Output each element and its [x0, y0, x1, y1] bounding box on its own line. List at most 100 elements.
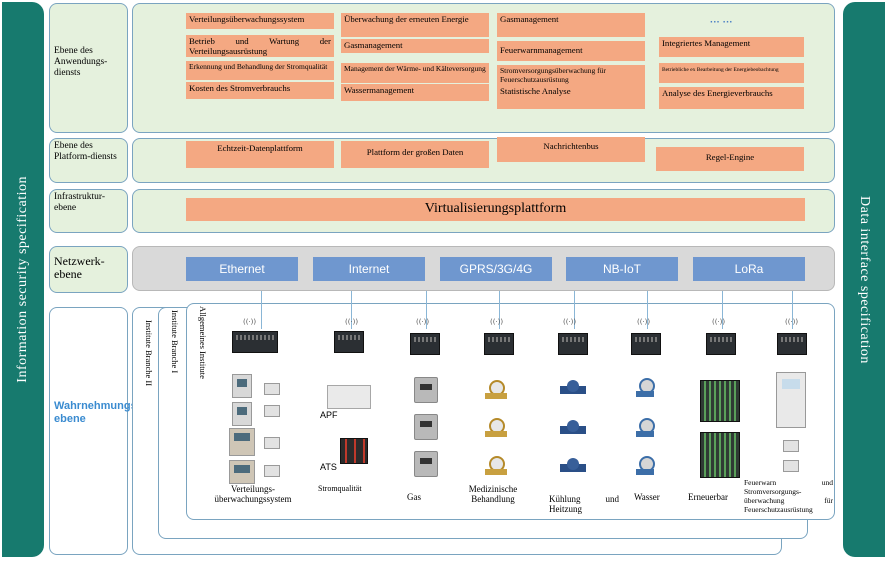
gateway-icon [334, 331, 364, 353]
water-meter-icon [636, 378, 655, 400]
device-caption: Erneuerbar [688, 492, 728, 502]
antenna-icon: ((·)) [490, 318, 504, 326]
module-icon [783, 460, 799, 472]
gas-meter-icon [414, 451, 438, 477]
platform-box: Plattform der großen Daten [341, 141, 489, 168]
breaker-icon [264, 383, 280, 395]
lora-box: LoRa [693, 257, 805, 281]
app-box: Erkennung und Behandlung der Stromqualit… [186, 61, 334, 80]
antenna-icon: ((·)) [563, 318, 577, 326]
app-box: Integriertes Management [659, 37, 804, 57]
module-icon [783, 440, 799, 452]
energy-cabinet-icon [700, 380, 740, 422]
water-meter-icon [636, 456, 655, 478]
power-meter-icon [232, 374, 252, 398]
platform-box: Echtzeit-Datenplattform [186, 141, 334, 168]
antenna-icon: ((·)) [243, 318, 257, 326]
antenna-icon: ((·)) [637, 318, 651, 326]
energy-cabinet-icon [700, 432, 740, 478]
application-column-2: Überwachung der erneuten Energie Gasmana… [341, 13, 489, 101]
institute-branch-1-label: Institute Branche I [170, 310, 180, 374]
ats-label: ATS [320, 462, 337, 472]
device-caption: Medizinische Behandlung [468, 484, 518, 504]
water-meter-icon [636, 418, 655, 440]
gateway-icon [410, 333, 440, 355]
platform-box: Nachrichtenbus [497, 137, 645, 162]
fire-alarm-panel-icon [776, 372, 806, 428]
apf-device-icon [327, 385, 371, 409]
flow-meter-icon [560, 420, 586, 440]
breaker-icon [264, 405, 280, 417]
app-box: Management der Wärme- und Kälteversorgun… [341, 63, 489, 83]
ellipsis-more: ··· ··· [710, 17, 733, 28]
app-box: Betrieb und Wartung der Verteilungsausrü… [186, 35, 334, 57]
breaker-icon [264, 465, 280, 477]
gateway-icon [631, 333, 661, 355]
application-column-3: Gasmanagement Feuerwarnmanagement Stromv… [497, 13, 645, 109]
wire [792, 291, 793, 329]
gas-meter-icon [414, 377, 438, 403]
application-column-4: Integriertes Management Betriebliche ex … [659, 37, 804, 109]
device-caption: Kühlung und Heitzung [549, 494, 619, 514]
gateway-icon [484, 333, 514, 355]
app-box: Gasmanagement [341, 39, 489, 53]
nb-iot-box: NB-IoT [566, 257, 678, 281]
wire [499, 291, 500, 329]
data-interface-bar: Data interface specification [843, 2, 885, 557]
power-meter-icon [229, 460, 255, 484]
gateway-icon [777, 333, 807, 355]
information-security-label: Information security specification [15, 176, 30, 383]
device-caption: Stromqualität [318, 484, 362, 493]
infrastructure-layer-label: Infrastruktur-ebene [49, 189, 128, 233]
app-box: Kosten des Stromverbrauchs [186, 82, 334, 99]
internet-box: Internet [313, 257, 425, 281]
gprs-box: GPRS/3G/4G [440, 257, 552, 281]
pressure-valve-icon [485, 380, 507, 402]
app-box: Verteilungsüberwachungssystem [186, 13, 334, 29]
wire [351, 291, 352, 329]
app-box: Überwachung der erneuten Energie [341, 13, 489, 37]
platform-layer-label: Ebene des Platform-diensts [49, 138, 128, 183]
device-caption: Wasser [634, 492, 660, 502]
ats-device-icon [340, 438, 368, 464]
general-institute-label: Allgemeines Institute [198, 306, 208, 379]
wire [574, 291, 575, 329]
device-caption: Verteilungs-überwachungssystem [214, 484, 292, 504]
application-layer-label: Ebene des Anwendungs-diensts [49, 3, 128, 133]
app-box: Gasmanagement [497, 13, 645, 37]
pressure-valve-icon [485, 418, 507, 440]
app-box: Wassermanagement [341, 84, 489, 101]
app-box: Analyse des Energieverbrauchs [659, 87, 804, 109]
wire [261, 291, 262, 329]
apf-label: APF [320, 410, 338, 420]
virtualization-platform-box: Virtualisierungsplattform [186, 198, 805, 221]
antenna-icon: ((·)) [712, 318, 726, 326]
gateway-icon [558, 333, 588, 355]
antenna-icon: ((·)) [345, 318, 359, 326]
app-box: Stromversorgungsüberwachung für Feuersch… [497, 65, 645, 85]
wire [722, 291, 723, 329]
information-security-bar: Information security specification [2, 2, 44, 557]
app-box: Statistische Analyse [497, 85, 645, 109]
app-box: Betriebliche ex Bearbeitung der Energieb… [659, 63, 804, 83]
antenna-icon: ((·)) [416, 318, 430, 326]
gateway-icon [232, 331, 278, 353]
breaker-icon [264, 437, 280, 449]
power-meter-icon [232, 402, 252, 426]
wire [426, 291, 427, 329]
institute-branch-2-label: Institute Branche II [144, 320, 154, 387]
data-interface-label: Data interface specification [857, 195, 872, 364]
power-meter-icon [229, 428, 255, 456]
ethernet-box: Ethernet [186, 257, 298, 281]
antenna-icon: ((·)) [785, 318, 799, 326]
app-box: Feuerwarnmanagement [497, 41, 645, 61]
flow-meter-icon [560, 380, 586, 400]
gateway-icon [706, 333, 736, 355]
application-column-1: Verteilungsüberwachungssystem Betrieb un… [186, 13, 334, 99]
platform-box: Regel-Engine [656, 147, 804, 171]
gas-meter-icon [414, 414, 438, 440]
wire [647, 291, 648, 329]
flow-meter-icon [560, 458, 586, 478]
device-caption: Feuerwarn und Stromversorgungs-überwachu… [744, 478, 833, 514]
perception-layer-label: Wahrnehmungs-ebene [49, 307, 140, 555]
